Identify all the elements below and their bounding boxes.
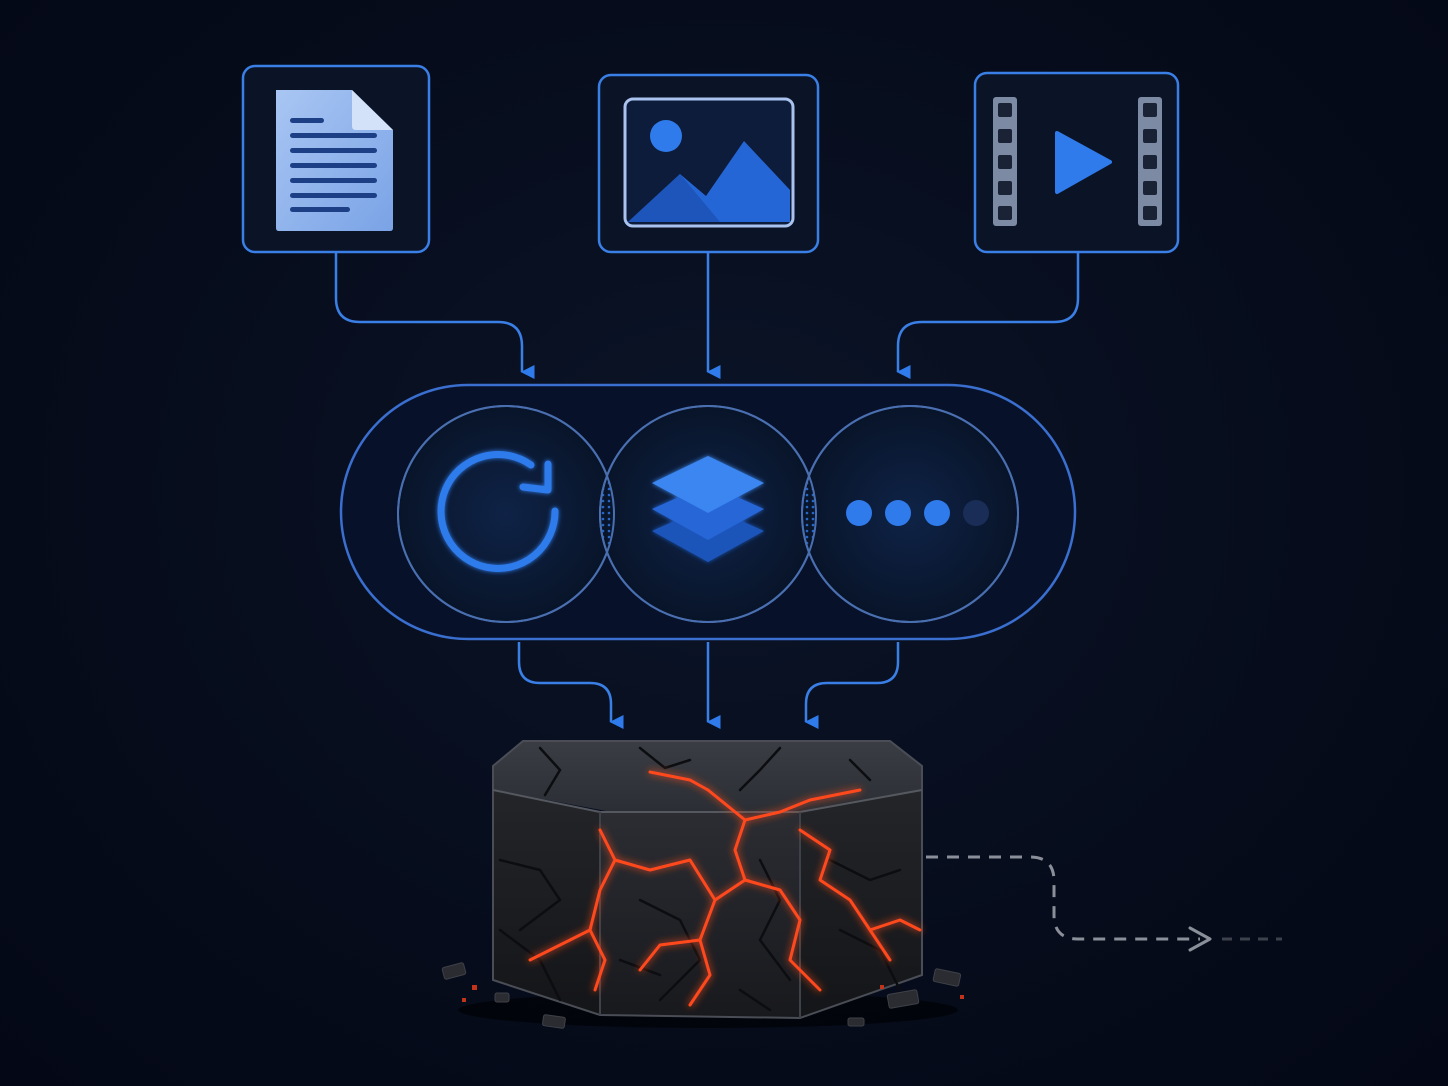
- input-connectors: [334, 252, 1080, 379]
- connector-document: [334, 252, 535, 379]
- side-output-connector: [926, 855, 1200, 941]
- connector-to-block-right: [804, 642, 900, 729]
- arrow-right-icon: [1188, 926, 1212, 952]
- connector-to-block-left: [517, 642, 624, 729]
- refresh-icon: [437, 451, 559, 572]
- video-play-icon: [993, 97, 1162, 226]
- input-image: [597, 73, 820, 254]
- stage-refresh: [397, 405, 615, 623]
- output-connectors: [517, 642, 900, 729]
- connector-video: [896, 252, 1080, 379]
- processing-group: [339, 383, 1077, 641]
- layers-icon: [652, 456, 764, 562]
- document-icon: [276, 90, 393, 231]
- cracked-block-icon: [441, 740, 964, 1029]
- image-icon: [623, 97, 795, 228]
- ellipsis-icon: [846, 500, 989, 526]
- input-document: [241, 64, 431, 254]
- input-video: [973, 71, 1180, 254]
